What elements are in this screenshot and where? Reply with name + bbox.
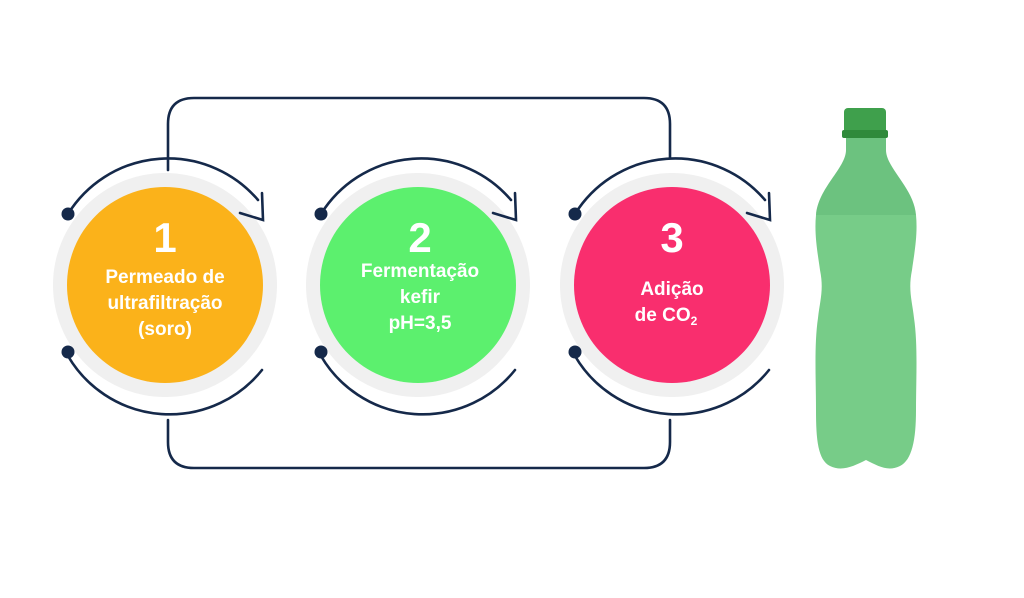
step-1-bottom-arc [66, 354, 264, 416]
step-3: 3 Adição de CO2 [560, 157, 784, 416]
step-1-arrowhead [238, 191, 265, 222]
step-3-co2-main: de CO [635, 305, 691, 326]
bottle-shoulder [816, 138, 916, 215]
step-1-line-3: (soro) [138, 319, 192, 340]
step-2-dot-top [314, 207, 328, 221]
step-1-top-arc [66, 157, 260, 216]
step-3-dot-bottom [568, 345, 582, 359]
step-1-line-2: ultrafiltração [107, 293, 222, 314]
step-1-dot-top [61, 207, 75, 221]
step-2-arrowhead [491, 191, 518, 222]
bottle-body [815, 215, 917, 469]
step-3-bottom-arc [573, 354, 771, 416]
step-1-line-1: Permeado de [105, 267, 224, 288]
bottom-connector-line [166, 418, 672, 470]
step-3-co2-subscript: 2 [691, 314, 698, 328]
step-1-circle [67, 187, 263, 383]
step-2-line-1: Fermentação [361, 261, 479, 282]
step-3-top-arc [573, 157, 767, 216]
step-2-number: 2 [408, 214, 431, 261]
step-2-bottom-arc [319, 354, 517, 416]
step-2-line-3: pH=3,5 [389, 313, 452, 334]
step-2-top-arc [319, 157, 513, 216]
step-2: 2 Fermentação kefir pH=3,5 [306, 157, 530, 416]
step-2-circle [320, 187, 516, 383]
step-3-line-2: de CO2 [635, 305, 698, 328]
top-connector-line [166, 96, 672, 172]
step-2-line-2: kefir [400, 287, 441, 308]
bottle-cap-band [842, 130, 888, 138]
soda-bottle-icon [815, 108, 917, 469]
step-3-dot-top [568, 207, 582, 221]
step-3-line-1: Adição [640, 279, 703, 300]
step-3-number: 3 [660, 214, 683, 261]
bottle-cap [844, 108, 886, 134]
step-3-arrowhead [745, 191, 772, 222]
step-3-circle [574, 187, 770, 383]
step-1-number: 1 [153, 214, 176, 261]
step-1: 1 Permeado de ultrafiltração (soro) [53, 157, 277, 416]
step-2-dot-bottom [314, 345, 328, 359]
step-1-dot-bottom [61, 345, 75, 359]
